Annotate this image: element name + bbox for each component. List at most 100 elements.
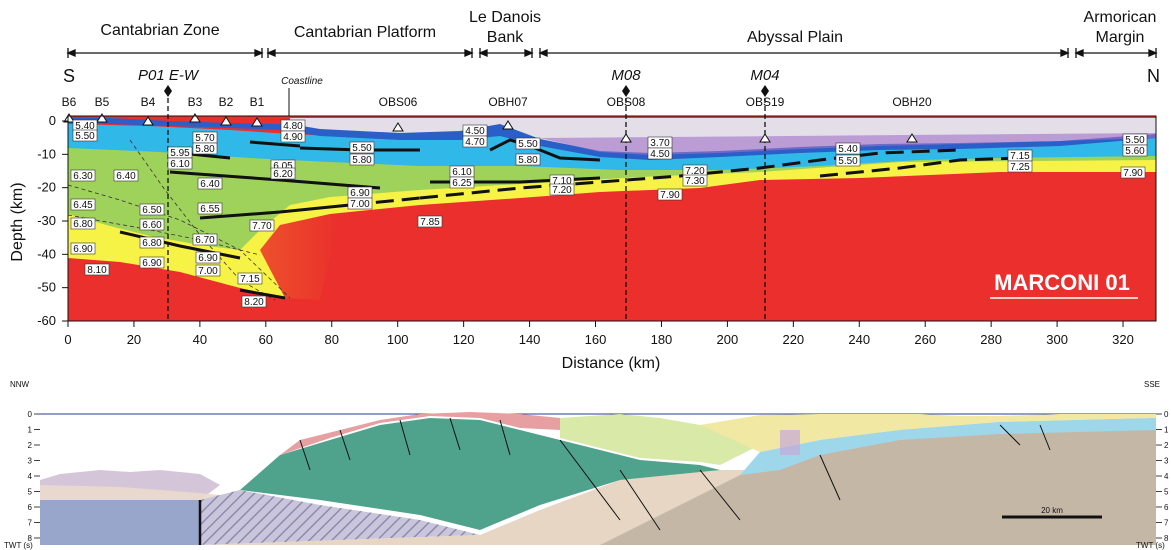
velocity-value: 5.60 xyxy=(1125,146,1145,157)
velocity-value: 6.90 xyxy=(142,258,162,269)
twt-right-tick: 1 xyxy=(1164,426,1169,435)
velocity-value: 7.30 xyxy=(685,176,705,187)
x-tick-label: 240 xyxy=(848,332,870,347)
velocity-value: 6.90 xyxy=(198,253,218,264)
twt-right-label: TWT (s) xyxy=(1136,541,1165,550)
velocity-value: 4.80 xyxy=(283,121,303,132)
velocity-value: 6.40 xyxy=(116,171,136,182)
south-label: S xyxy=(63,66,75,86)
velocity-value: 3.70 xyxy=(650,138,670,149)
twt-left-tick: 1 xyxy=(28,426,33,435)
velocity-value: 7.90 xyxy=(1123,168,1143,179)
station-obh20: OBH20 xyxy=(892,95,932,109)
velocity-value: 5.50 xyxy=(518,139,538,150)
zone-labels: Cantabrian Zone Cantabrian Platform Le D… xyxy=(100,9,1156,46)
station-labels: B6 B5 B4 B3 B2 B1 OBS06 OBH07 OBS08 OBS1… xyxy=(62,95,932,109)
x-tick-label: 300 xyxy=(1046,332,1068,347)
x-tick-label: 80 xyxy=(325,332,339,347)
twt-right-tick: 2 xyxy=(1164,441,1169,450)
x-tick-label: 140 xyxy=(519,332,541,347)
velocity-value: 6.10 xyxy=(452,167,472,178)
twt-right-tick: 7 xyxy=(1164,519,1169,528)
velocity-value: 7.25 xyxy=(1010,162,1030,173)
velocity-value: 4.90 xyxy=(283,132,303,143)
y-tick-label: 0 xyxy=(49,113,56,128)
x-axis-label: Distance (km) xyxy=(562,355,661,372)
x-tick-label: 180 xyxy=(651,332,673,347)
velocity-value: 6.90 xyxy=(73,244,93,255)
y-tick-label: -40 xyxy=(37,246,56,261)
velocity-value: 5.40 xyxy=(838,144,858,155)
twt-left-tick: 7 xyxy=(28,519,33,528)
velocity-value: 6.70 xyxy=(195,235,215,246)
section-left-dir: NNW xyxy=(10,380,30,389)
velocity-value: 6.90 xyxy=(350,188,370,199)
x-tick-label: 220 xyxy=(782,332,804,347)
twt-left-tick: 4 xyxy=(28,472,33,481)
twt-right-tick: 0 xyxy=(1164,410,1169,419)
velocity-value: 5.50 xyxy=(352,143,372,154)
twt-left-tick: 0 xyxy=(28,410,33,419)
velocity-value: 6.50 xyxy=(142,205,162,216)
y-tick-label: -30 xyxy=(37,213,56,228)
twt-left-tick: 2 xyxy=(28,441,33,450)
profile-m04-label: M04 xyxy=(750,67,779,84)
x-tick-label: 120 xyxy=(453,332,475,347)
velocity-value: 4.50 xyxy=(465,126,485,137)
coastline-label: Coastline xyxy=(281,76,323,87)
velocity-value: 6.80 xyxy=(142,238,162,249)
twt-left-tick: 3 xyxy=(28,457,33,466)
velocity-value: 5.40 xyxy=(75,121,95,132)
velocity-value: 7.00 xyxy=(350,199,370,210)
velocity-value: 7.15 xyxy=(240,274,260,285)
y-axis: 0-10-20-30-40-50-60 xyxy=(37,113,68,328)
station-obs06: OBS06 xyxy=(379,95,418,109)
p01-diamond-icon xyxy=(164,85,172,97)
zone-le-danois-line2: Bank xyxy=(487,29,524,46)
north-label: N xyxy=(1147,66,1160,86)
x-tick-label: 320 xyxy=(1112,332,1134,347)
velocity-value: 7.90 xyxy=(660,190,680,201)
velocity-value: 5.50 xyxy=(1125,135,1145,146)
velocity-value: 4.50 xyxy=(650,149,670,160)
m08-diamond-icon xyxy=(622,85,630,97)
station-obh07: OBH07 xyxy=(488,95,528,109)
twt-right-tick: 5 xyxy=(1164,488,1169,497)
zone-cantabrian-platform: Cantabrian Platform xyxy=(294,24,436,41)
x-tick-label: 20 xyxy=(127,332,141,347)
middle-crust-layer xyxy=(68,140,1156,250)
station-b2: B2 xyxy=(219,95,234,109)
x-tick-label: 280 xyxy=(980,332,1002,347)
x-tick-label: 160 xyxy=(585,332,607,347)
velocity-value: 6.60 xyxy=(142,220,162,231)
velocity-value: 6.05 xyxy=(273,161,293,172)
velocity-value: 7.10 xyxy=(552,176,572,187)
zone-le-danois-line1: Le Danois xyxy=(469,9,541,26)
zone-abyssal-plain: Abyssal Plain xyxy=(747,29,843,46)
y-tick-label: -60 xyxy=(37,313,56,328)
upper-crust-layer xyxy=(68,124,1156,170)
twt-right-tick: 8 xyxy=(1164,534,1169,543)
velocity-value: 4.70 xyxy=(465,137,485,148)
velocity-value: 8.20 xyxy=(244,297,264,308)
x-tick-label: 60 xyxy=(259,332,273,347)
sediment-layer xyxy=(68,117,1156,160)
velocity-value: 6.55 xyxy=(200,204,220,215)
velocity-model xyxy=(63,98,1157,322)
velocity-value: 5.80 xyxy=(195,144,215,155)
zone-cantabrian-zone: Cantabrian Zone xyxy=(100,22,219,39)
x-tick-label: 100 xyxy=(387,332,409,347)
model-title: MARCONI 01 xyxy=(994,270,1130,295)
velocity-value: 8.10 xyxy=(87,265,107,276)
twt-right-tick: 4 xyxy=(1164,472,1169,481)
x-tick-label: 40 xyxy=(193,332,207,347)
station-b1: B1 xyxy=(250,95,265,109)
scale-bar-label: 20 km xyxy=(1041,506,1063,515)
x-tick-label: 0 xyxy=(64,332,71,347)
zone-armorican-line2: Margin xyxy=(1096,29,1145,46)
